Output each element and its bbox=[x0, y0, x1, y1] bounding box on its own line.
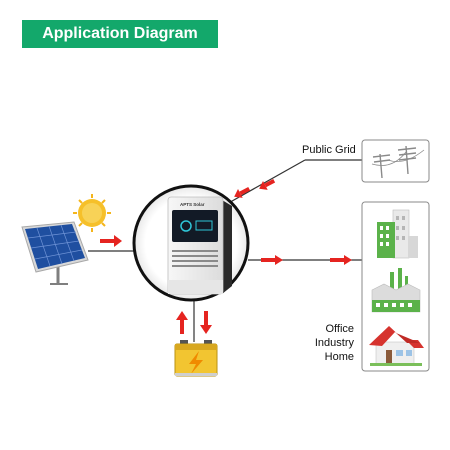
diagram-title-background bbox=[22, 20, 218, 48]
flow-arrows bbox=[100, 178, 352, 334]
load-label-industry: Industry bbox=[314, 337, 354, 349]
inverter-to-grid-line bbox=[224, 159, 306, 206]
arrow-battery-up bbox=[176, 311, 188, 334]
arrow-solar-to-inverter bbox=[100, 235, 122, 247]
house-icon bbox=[369, 326, 424, 366]
diagram-title-text: Application Diagram bbox=[42, 25, 198, 42]
inverter-icon: APTS Solar bbox=[132, 184, 250, 302]
loads-box bbox=[361, 201, 430, 372]
factory-icon bbox=[371, 268, 421, 313]
arrow-grid-to-inverter-1 bbox=[259, 178, 276, 190]
power-pylon-icon bbox=[371, 145, 425, 179]
arrow-inverter-to-loads-2 bbox=[330, 255, 352, 265]
public-grid-box bbox=[361, 139, 430, 183]
sun-icon bbox=[73, 194, 111, 232]
diagram-title-banner-text: Application Diagram bbox=[22, 20, 218, 48]
inverter-brand: APTS Solar bbox=[180, 202, 205, 207]
arrow-battery-down bbox=[200, 311, 212, 334]
loads-label: Office Industry Home bbox=[300, 322, 354, 364]
arrow-inverter-to-loads-1 bbox=[261, 255, 283, 265]
load-label-office: Office bbox=[325, 323, 354, 335]
public-grid-label: Public Grid bbox=[302, 143, 356, 157]
office-building-icon bbox=[377, 209, 418, 259]
solar-panel-icon bbox=[21, 221, 89, 285]
load-label-home: Home bbox=[324, 351, 354, 363]
public-grid-label-text: Public Grid bbox=[302, 144, 356, 156]
arrow-grid-to-inverter-2 bbox=[234, 186, 251, 198]
battery-icon bbox=[174, 340, 218, 377]
